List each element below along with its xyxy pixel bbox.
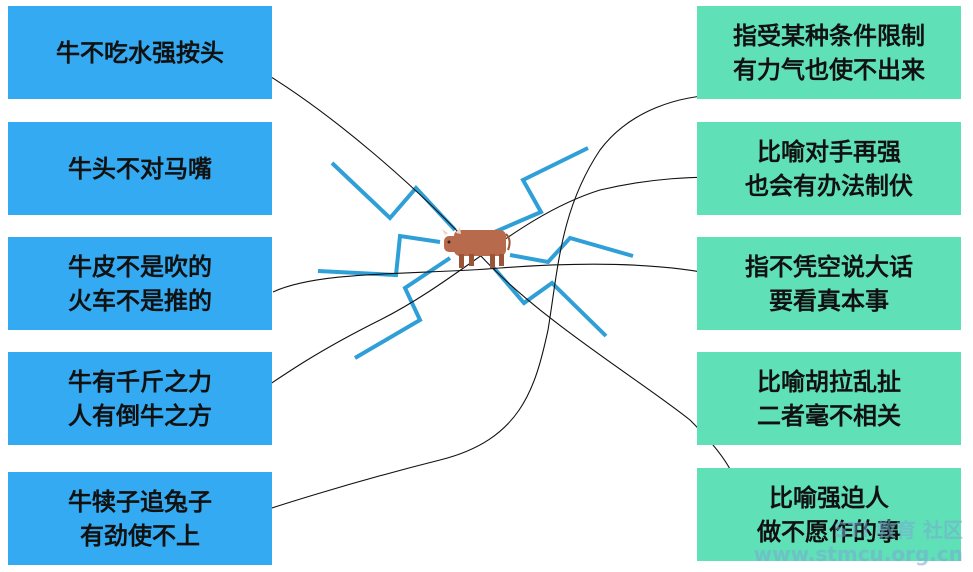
meaning-box-4: 比喻胡拉乱扯 二者毫不相关 bbox=[697, 352, 961, 445]
link-line-3 bbox=[231, 176, 723, 411]
matching-lines bbox=[214, 62, 743, 529]
idiom-box-5: 牛犊子追兔子 有劲使不上 bbox=[8, 472, 272, 565]
link-line-1 bbox=[247, 62, 743, 521]
idiom-box-1: 牛不吃水强按头 bbox=[8, 6, 272, 99]
idiom-box-3: 牛皮不是吹的 火车不是推的 bbox=[8, 237, 272, 330]
watermark: STI 教育 社区 www.stmcu.org.cn bbox=[753, 518, 963, 566]
meaning-box-3: 指不凭空说大话 要看真本事 bbox=[697, 237, 961, 330]
link-line-4 bbox=[214, 94, 723, 529]
meaning-box-5: 比喻强迫人 做不愿作的事 bbox=[697, 468, 961, 561]
meaning-box-2: 比喻对手再强 也会有办法制伏 bbox=[697, 122, 961, 215]
ray-right bbox=[509, 235, 634, 265]
ray-lower-right bbox=[492, 266, 608, 338]
ray-left bbox=[317, 233, 441, 278]
ray-lower-left bbox=[353, 256, 452, 360]
link-line-2 bbox=[272, 263, 723, 293]
idiom-box-4: 牛有千斤之力 人有倒牛之方 bbox=[8, 352, 272, 445]
ray-upper-left bbox=[330, 161, 457, 232]
ox-icon bbox=[442, 227, 511, 268]
ray-upper-right bbox=[489, 146, 589, 236]
meaning-box-1: 指受某种条件限制 有力气也使不出来 bbox=[697, 6, 961, 99]
idiom-box-2: 牛头不对马嘴 bbox=[8, 122, 272, 215]
